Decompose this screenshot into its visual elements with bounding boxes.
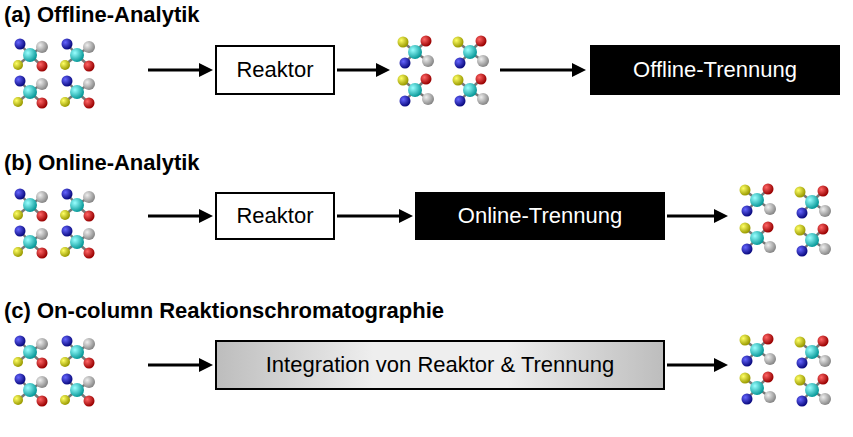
box-label: Integration von Reaktor & Trennung xyxy=(266,352,615,378)
separation-box: Online-Trennung xyxy=(415,192,665,240)
reactor-box: Reaktor xyxy=(215,45,335,95)
reactor-box: Reaktor xyxy=(215,192,335,240)
section-title: (c) On-column Reaktionschromatographie xyxy=(4,298,444,324)
flow-arrow xyxy=(337,209,413,223)
box-label: Reaktor xyxy=(236,203,313,229)
section-title: (b) Online-Analytik xyxy=(4,150,200,176)
box-label: Online-Trennung xyxy=(458,203,622,229)
integration-box: Integration von Reaktor & Trennung xyxy=(215,340,665,390)
box-label: Offline-Trennung xyxy=(633,57,797,83)
box-label: Reaktor xyxy=(236,57,313,83)
separation-box: Offline-Trennung xyxy=(590,45,840,95)
section-title: (a) Offline-Analytik xyxy=(4,2,200,28)
